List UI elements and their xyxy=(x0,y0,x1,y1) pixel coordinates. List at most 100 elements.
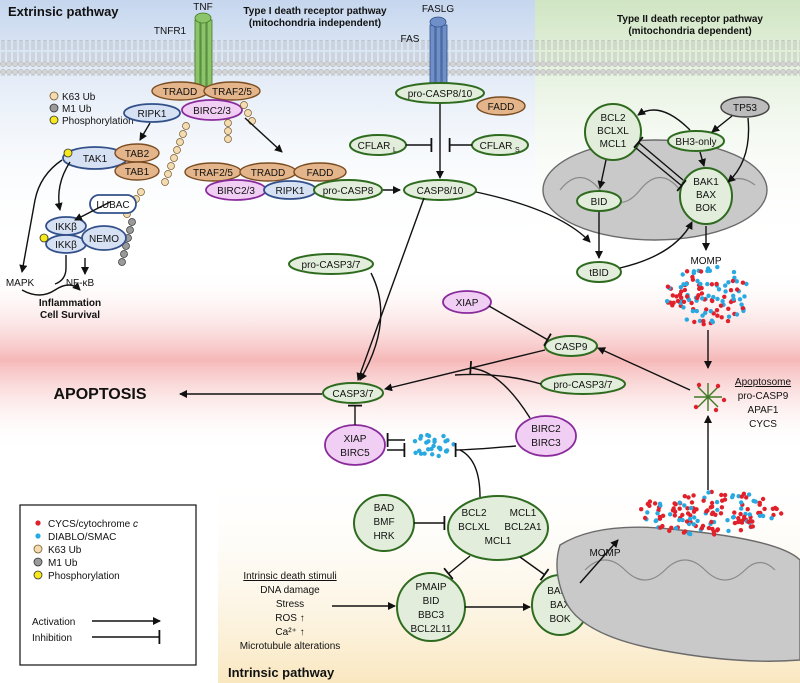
node-cflarl-sub: L xyxy=(393,147,397,154)
protein-dot xyxy=(655,511,660,516)
protein-dot xyxy=(681,530,687,535)
node-birc2-3 xyxy=(515,415,577,457)
protein-dot xyxy=(670,293,675,298)
protein-dot xyxy=(684,281,689,287)
protein-dot xyxy=(686,495,691,500)
stimuli-item-4: Ca²⁺ ↑ xyxy=(275,627,304,638)
protein-dot xyxy=(645,510,650,515)
protein-dot xyxy=(771,512,776,518)
protein-dot xyxy=(451,442,456,447)
protein-dot xyxy=(738,528,744,533)
protein-dot xyxy=(736,494,741,499)
legend-phos-icon xyxy=(33,570,43,580)
legend-phos: Phosphorylation xyxy=(48,571,120,582)
legend-cycs-icon xyxy=(35,520,41,526)
legend-top-k63: K63 Ub xyxy=(62,92,96,103)
protein-dot xyxy=(424,440,429,445)
protein-dot xyxy=(694,507,699,512)
protein-dot xyxy=(762,506,767,512)
node-tradd-b-label: TRADD xyxy=(251,168,285,179)
node-pmaip-4: BCL2L11 xyxy=(411,624,452,635)
protein-dot xyxy=(710,510,716,515)
protein-dot xyxy=(701,322,706,327)
k63-ub-icon xyxy=(49,91,59,101)
k63-ub-chain-b xyxy=(224,119,232,143)
protein-dot xyxy=(418,451,424,456)
protein-dot xyxy=(441,433,446,439)
node-nemo xyxy=(81,225,127,251)
node-bcl2-top-3: MCL1 xyxy=(600,139,627,150)
node-bak-top-2: BAX xyxy=(696,190,716,201)
protein-dot xyxy=(779,511,784,516)
protein-dot xyxy=(697,318,703,324)
protein-dot xyxy=(769,516,774,521)
protein-dot xyxy=(746,492,752,497)
protein-dot xyxy=(744,281,749,287)
protein-dot xyxy=(668,512,673,517)
protein-dot xyxy=(653,518,658,524)
protein-dot xyxy=(718,303,724,308)
protein-dot xyxy=(418,433,424,439)
node-bcl2-bottom xyxy=(447,495,549,561)
protein-dot xyxy=(677,506,682,511)
protein-dot xyxy=(684,519,690,524)
node-bak-top xyxy=(679,167,733,225)
protein-dot xyxy=(709,318,715,323)
node-bcl2-top xyxy=(584,103,642,161)
protein-dot xyxy=(682,494,687,499)
node-tab1-label: TAB1 xyxy=(125,167,150,178)
cell-membrane xyxy=(0,40,800,76)
survival-label-2: Cell Survival xyxy=(40,310,100,321)
node-cflars-label: CFLAR xyxy=(480,141,513,152)
protein-dot xyxy=(700,296,705,301)
protein-dot xyxy=(711,294,716,300)
node-birc23 xyxy=(181,99,243,121)
protein-dot xyxy=(722,294,727,299)
protein-dot xyxy=(722,492,728,498)
momp-top-label: MOMP xyxy=(690,256,721,267)
protein-dot xyxy=(737,297,743,302)
node-tab2-label: TAB2 xyxy=(125,149,150,160)
node-bcl2-top-1: BCL2 xyxy=(600,113,625,124)
protein-dot xyxy=(740,280,746,285)
protein-dot xyxy=(685,506,690,511)
protein-dot xyxy=(689,300,694,306)
protein-dot xyxy=(751,498,756,504)
node-birc2: BIRC2 xyxy=(531,424,561,435)
protein-dot xyxy=(677,292,683,297)
protein-dot xyxy=(660,523,665,529)
extrinsic-title: Extrinsic pathway xyxy=(8,4,119,19)
mitochondrion-bottom xyxy=(556,526,800,662)
legend-inhibition: Inhibition xyxy=(32,633,72,644)
node-procasp37-b-label: pro-CASP3/7 xyxy=(554,380,613,391)
protein-dot xyxy=(682,287,688,293)
protein-dot xyxy=(426,447,431,452)
apoptosis-label: APOPTOSIS xyxy=(53,386,146,403)
protein-dot xyxy=(430,452,435,457)
node-procasp37-a xyxy=(288,253,374,275)
legend-cycs: CYCS/cytochrome c xyxy=(48,519,138,530)
protein-dot xyxy=(720,299,725,304)
k63-ub-chain-c xyxy=(240,101,256,125)
node-procasp8 xyxy=(313,179,383,201)
protein-dot xyxy=(705,266,711,271)
node-cflarl-label: CFLAR xyxy=(358,141,391,152)
legend-top-phos: Phosphorylation xyxy=(62,116,134,127)
protein-dot xyxy=(709,504,715,509)
node-pmaip-2: BID xyxy=(423,596,440,607)
protein-dot xyxy=(731,296,736,302)
protein-dot xyxy=(436,453,441,459)
protein-dot xyxy=(677,517,682,523)
node-bak-top-1: BAK1 xyxy=(693,177,719,188)
node-tp53-label: TP53 xyxy=(733,103,757,114)
node-ikkb-1-label: IKKβ xyxy=(55,222,77,233)
node-pmaip-1: PMAIP xyxy=(415,582,446,593)
protein-dot xyxy=(739,500,744,505)
node-casp9-label: CASP9 xyxy=(555,342,588,353)
survival-label-1: Inflammation xyxy=(39,298,101,309)
node-bak-bot-2: BAX xyxy=(550,600,570,611)
protein-dot xyxy=(687,516,693,522)
protein-dot xyxy=(719,492,724,498)
protein-dot xyxy=(706,490,711,495)
node-bid xyxy=(576,190,622,212)
